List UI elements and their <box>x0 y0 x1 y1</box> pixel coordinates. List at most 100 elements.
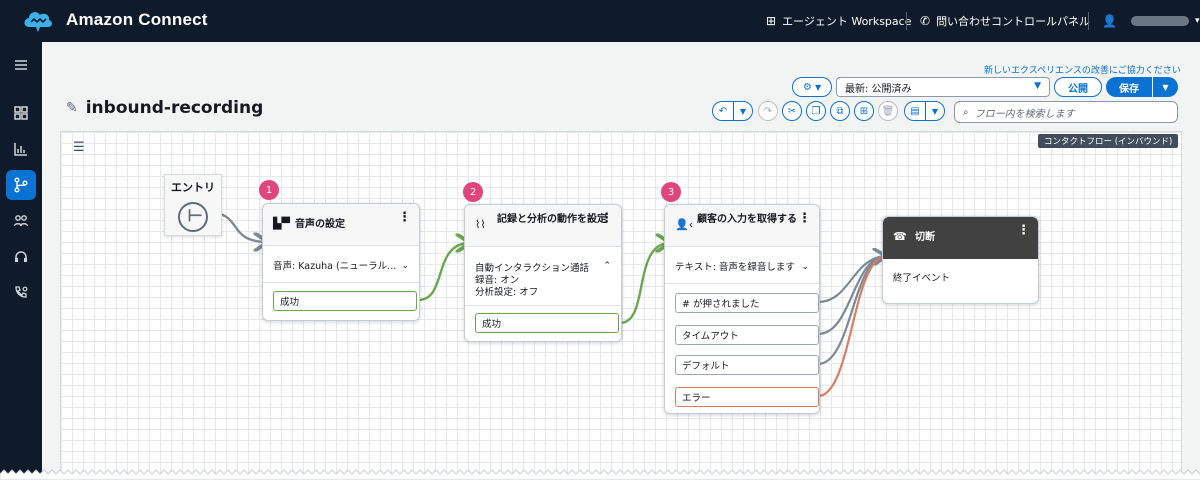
publish-button[interactable]: 公開 <box>1054 77 1102 97</box>
more-options-icon[interactable]: ⋮ <box>600 211 613 226</box>
user-menu[interactable]: 👤 ▾ <box>1102 0 1199 42</box>
recording-behavior-node[interactable]: ⌇⌇ 記録と分析の動作を設定 ⋮ 自動インタラクション通話 録音: オン 分析設… <box>464 204 622 342</box>
routing-icon[interactable] <box>6 170 36 200</box>
node-header: 👤‹ 顧客の入力を取得する ⋮ <box>665 205 819 247</box>
customer-input-icon: 👤‹ <box>675 218 694 231</box>
undo-button[interactable]: ↶ <box>712 101 734 121</box>
undo-options-button[interactable]: ▼ <box>733 101 753 121</box>
phone-settings-icon[interactable] <box>6 278 36 308</box>
get-customer-input-node[interactable]: 👤‹ 顧客の入力を取得する ⋮ テキスト: 音声を録音します ⌄ # が押されま… <box>664 204 820 414</box>
grid-icon: ⊞ <box>859 105 869 117</box>
workspace-icon: ⊞ <box>766 14 777 28</box>
user-name-redacted <box>1130 16 1189 26</box>
copy-icon: ❐ <box>811 105 821 117</box>
caret-down-icon: ▼ <box>1034 81 1041 91</box>
save-button[interactable]: 保存 <box>1106 77 1152 97</box>
entry-label: エントリ <box>171 181 215 194</box>
divider <box>263 282 419 283</box>
headset-icon[interactable] <box>6 242 36 272</box>
version-select[interactable]: 最新: 公開済み ▼ <box>836 77 1050 97</box>
set-voice-node[interactable]: ▙▀ 音声の設定 ⋮ 音声: Kazuha (ニューラル... ⌄ 成功 <box>262 203 420 321</box>
flow-title: ✎ inbound-recording <box>66 98 263 118</box>
voice-icon: ▙▀ <box>273 217 290 230</box>
node-header: ⌇⌇ 記録と分析の動作を設定 ⋮ <box>465 205 621 247</box>
app-title[interactable]: Amazon Connect <box>66 10 208 29</box>
feedback-link[interactable]: 新しいエクスペリエンスの改善にご協力ください <box>984 66 1181 76</box>
waveform-icon: ⌇⌇ <box>475 218 486 231</box>
agent-workspace-link[interactable]: ⊞ エージェント Workspace <box>766 0 911 42</box>
entry-node[interactable]: エントリ <box>164 174 222 236</box>
node-title: 音声の設定 <box>295 219 345 230</box>
more-options-icon[interactable]: ⋮ <box>1017 223 1030 238</box>
branch-pressed[interactable]: # が押されました <box>675 293 819 313</box>
step-badge: 2 <box>463 182 483 202</box>
redo-button[interactable]: ↷ <box>758 101 778 121</box>
caret-down-icon: ▼ <box>739 106 747 116</box>
entry-point-icon <box>178 202 208 232</box>
branch-timeout[interactable]: タイムアウト <box>675 325 819 345</box>
users-icon[interactable] <box>6 206 36 236</box>
node-summary-line-3: 分析設定: オフ <box>475 287 539 298</box>
delete-button[interactable]: 🗑 <box>878 101 898 121</box>
node-header: ☎ 切断 ⋮ <box>883 217 1038 259</box>
node-summary: 終了イベント <box>893 273 951 284</box>
topbar-divider <box>1088 12 1089 30</box>
user-icon: 👤 <box>1102 14 1117 28</box>
branch-success[interactable]: 成功 <box>475 313 619 333</box>
redo-icon: ↷ <box>763 105 773 117</box>
chevron-up-icon[interactable]: ⌃ <box>603 261 611 271</box>
divider <box>665 283 819 284</box>
phone-icon: ✆ <box>920 14 931 28</box>
save-options-button[interactable]: ▼ <box>1153 77 1178 97</box>
caret-down-icon: ▼ <box>815 82 822 92</box>
agent-workspace-label: エージェント Workspace <box>782 15 912 28</box>
scissors-icon: ✂ <box>787 105 797 117</box>
more-options-icon[interactable]: ⋮ <box>398 210 411 225</box>
canvas-menu-icon[interactable]: ☰ <box>73 140 85 155</box>
gear-icon: ⚙ <box>802 81 812 93</box>
hang-up-icon: ☎ <box>893 230 907 243</box>
dashboard-icon[interactable] <box>6 98 36 128</box>
copy-button[interactable]: ❐ <box>806 101 826 121</box>
chevron-down-icon[interactable]: ⌄ <box>401 261 409 271</box>
notes-options-button[interactable]: ▼ <box>925 101 945 121</box>
disconnect-node[interactable]: ☎ 切断 ⋮ 終了イベント <box>882 216 1039 304</box>
menu-icon[interactable] <box>6 50 36 80</box>
step-badge: 1 <box>259 180 279 200</box>
top-bar: Amazon Connect ⊞ エージェント Workspace ✆ 問い合わ… <box>0 0 1200 42</box>
divider <box>465 305 621 306</box>
search-icon: ⌕ <box>963 106 969 118</box>
screenshot-torn-edge <box>0 469 1200 480</box>
chevron-down-icon: ▾ <box>1194 16 1200 26</box>
left-navigation-rail <box>0 42 42 480</box>
analytics-icon[interactable] <box>6 134 36 164</box>
node-summary: テキスト: 音声を録音します <box>675 262 795 273</box>
branch-success[interactable]: 成功 <box>273 291 417 311</box>
node-title: 顧客の入力を取得する <box>697 214 797 225</box>
edit-name-icon[interactable]: ✎ <box>66 100 78 116</box>
select-all-button[interactable]: ⊞ <box>854 101 874 121</box>
contact-control-panel-link[interactable]: ✆ 問い合わせコントロールパネル <box>920 0 1090 42</box>
more-options-icon[interactable]: ⋮ <box>798 211 811 226</box>
node-summary: 音声: Kazuha (ニューラル... <box>273 261 397 272</box>
search-placeholder: フロー内を検索します <box>974 108 1075 120</box>
paste-button[interactable]: ⧉ <box>830 101 850 121</box>
flow-name[interactable]: inbound-recording <box>85 98 264 118</box>
cut-button[interactable]: ✂ <box>782 101 802 121</box>
settings-dropdown-button[interactable]: ⚙ ▼ <box>792 77 832 97</box>
caret-down-icon: ▼ <box>1162 82 1169 92</box>
notes-button[interactable]: ▤ <box>904 101 926 121</box>
node-header: ▙▀ 音声の設定 ⋮ <box>263 204 419 246</box>
branch-error[interactable]: エラー <box>675 387 819 407</box>
version-value: 最新: 公開済み <box>845 83 912 95</box>
trash-icon: 🗑 <box>881 105 895 117</box>
chevron-down-icon[interactable]: ⌄ <box>801 262 809 272</box>
branch-default[interactable]: デフォルト <box>675 355 819 375</box>
node-title: 記録と分析の動作を設定 <box>497 214 607 225</box>
amazon-connect-logo-icon[interactable] <box>22 7 54 35</box>
flow-search-input[interactable]: ⌕ フロー内を検索します <box>954 101 1178 123</box>
undo-icon: ↶ <box>718 105 728 117</box>
node-title: 切断 <box>915 232 935 243</box>
caret-down-icon: ▼ <box>931 106 939 116</box>
note-icon: ▤ <box>910 105 920 117</box>
